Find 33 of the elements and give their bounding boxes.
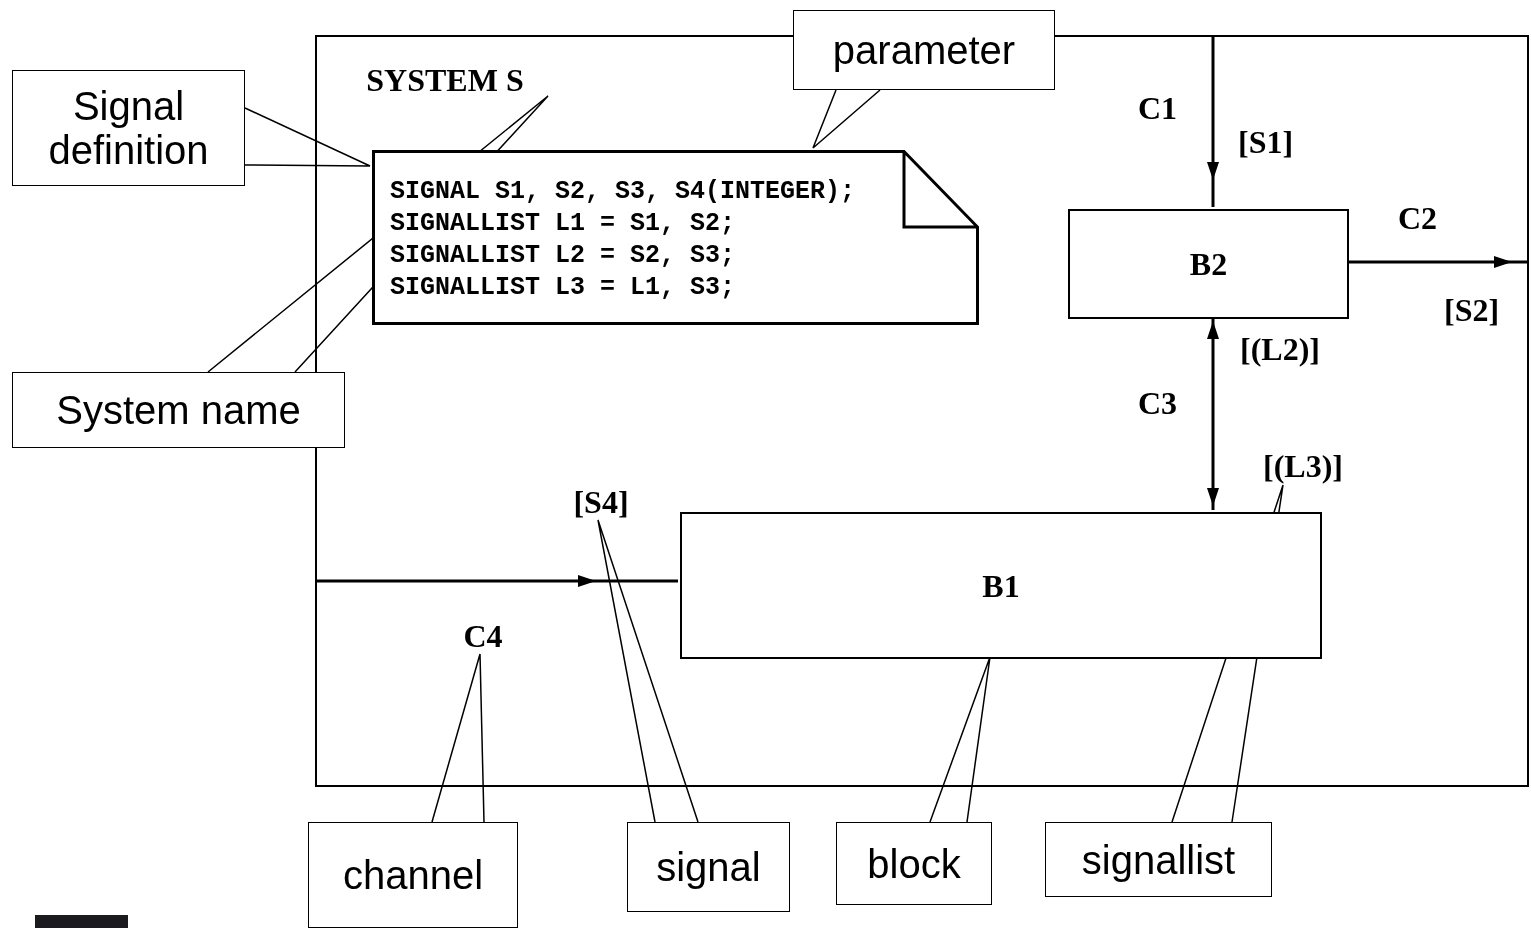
diagram-text: C4: [452, 616, 514, 656]
callout-box: channel: [308, 822, 518, 928]
channel-label: C2: [1398, 199, 1439, 238]
leader-line: [812, 89, 881, 149]
block-name: B1: [982, 569, 1020, 602]
channel-label: [S1]: [1238, 123, 1295, 162]
callout-box: signal: [627, 822, 790, 912]
diagram-text: [S4]: [558, 482, 644, 522]
code-line: SIGNALLIST L2 = S2, S3;: [390, 240, 737, 272]
callout-box: System name: [12, 372, 345, 448]
code-line: SIGNAL S1, S2, S3, S4(INTEGER);: [390, 176, 856, 208]
channel-arrow: [1207, 317, 1219, 510]
code-line: SIGNALLIST L1 = S1, S2;: [390, 208, 737, 240]
system-frame: [315, 35, 1529, 787]
channel-label: [S2]: [1444, 291, 1501, 330]
leader-line: [431, 653, 485, 823]
block-name: B2: [1189, 248, 1228, 280]
block-box: [680, 512, 1322, 659]
diagram-text: [(L3)]: [1242, 445, 1364, 487]
callout-box: signallist: [1045, 822, 1272, 897]
channel-arrow: [1207, 35, 1219, 207]
channel-arrow: [315, 575, 678, 587]
leader-line: [244, 107, 371, 167]
callout-box: Signal definition: [12, 70, 245, 186]
leader-line: [597, 519, 699, 823]
channel-label: [(L2)]: [1240, 330, 1321, 369]
code-line: SIGNALLIST L3 = L1, S3;: [390, 272, 737, 304]
block-box: [1068, 209, 1349, 319]
channel-label: C3: [1138, 384, 1179, 423]
callout-box: parameter: [793, 10, 1055, 90]
callout-box: block: [836, 822, 992, 905]
channel-label: C1: [1138, 89, 1179, 128]
diagram-text: SYSTEM S: [335, 62, 555, 98]
